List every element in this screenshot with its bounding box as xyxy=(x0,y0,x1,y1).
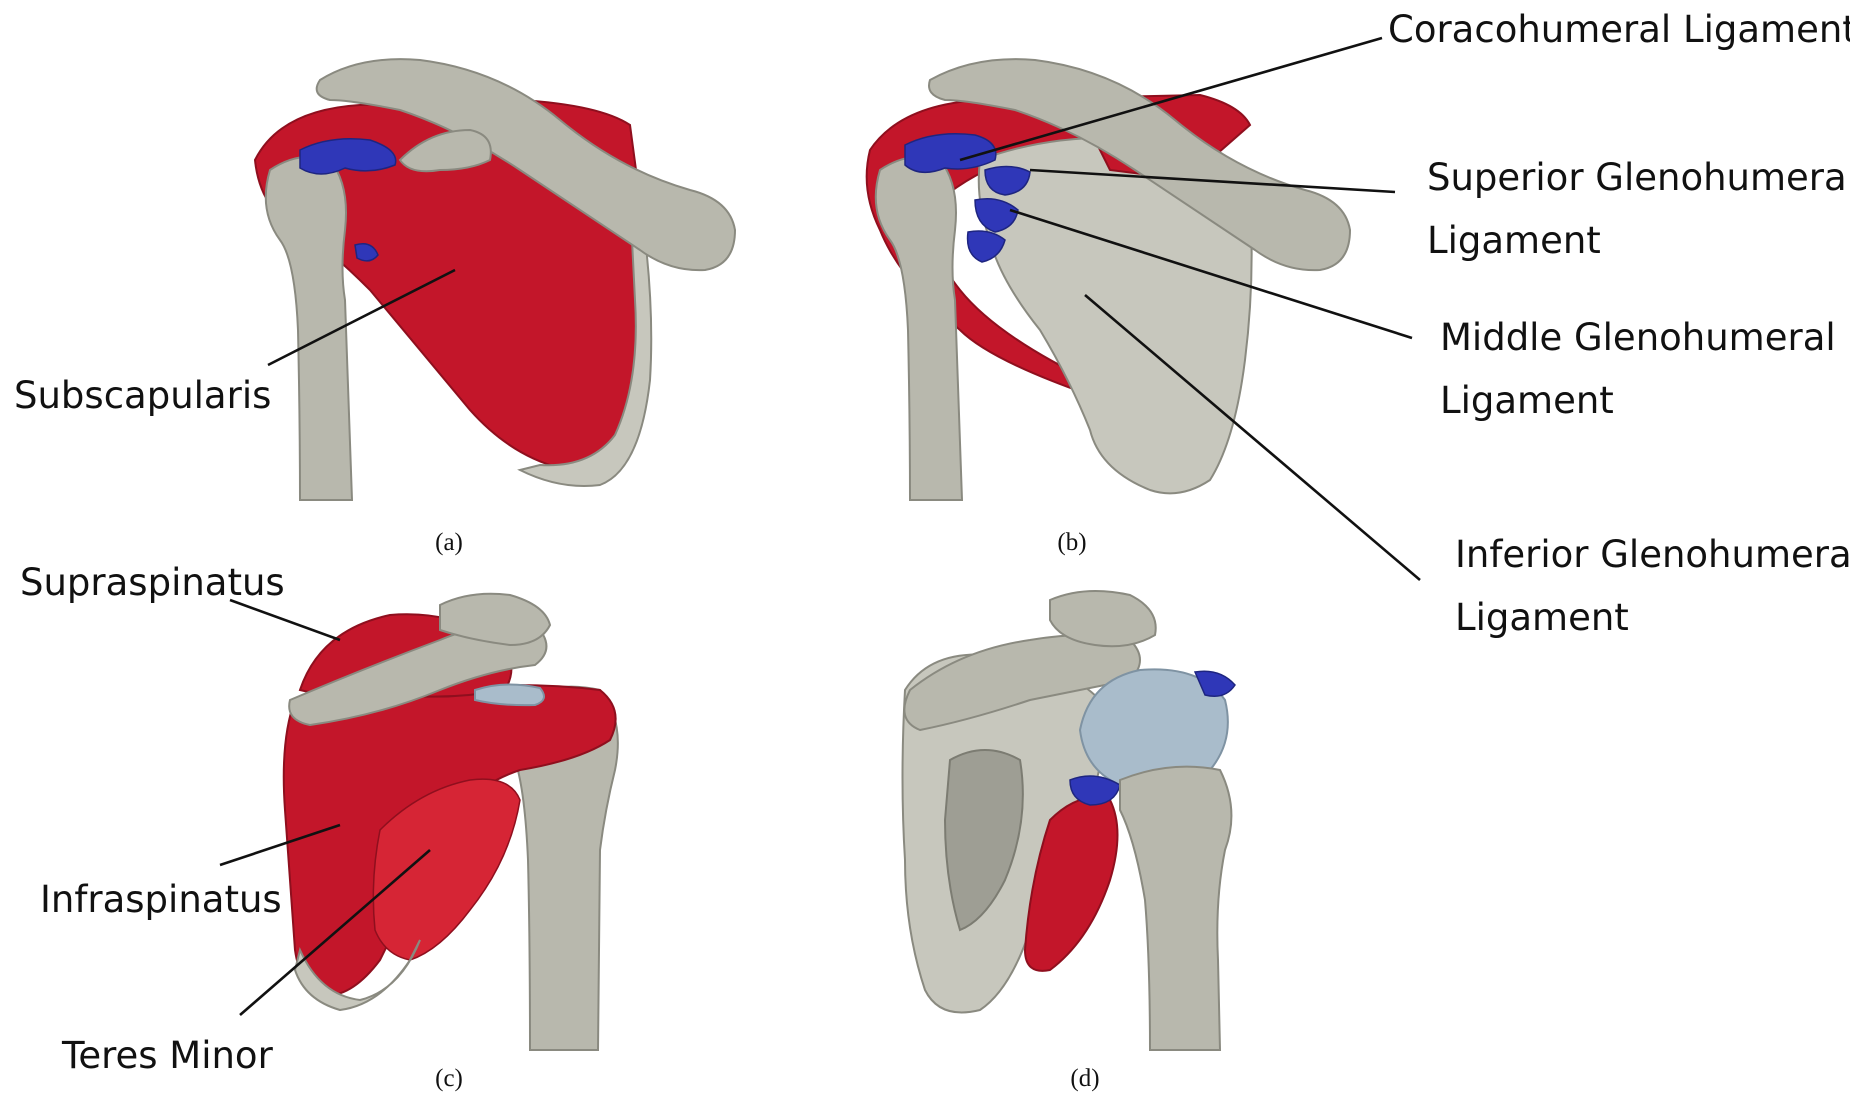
label-middle-line2: Ligament xyxy=(1440,379,1614,422)
humerus-d xyxy=(1120,767,1231,1050)
caption-b: (b) xyxy=(1057,529,1086,556)
ligament-a xyxy=(300,139,396,174)
caption-a: (a) xyxy=(435,529,463,556)
caption-d: (d) xyxy=(1070,1065,1099,1092)
label-superior-line2: Ligament xyxy=(1427,219,1601,262)
label-subscapularis: Subscapularis xyxy=(14,374,271,417)
label-inferior-line1: Inferior Glenohumeral xyxy=(1455,533,1850,576)
label-inferior-line2: Ligament xyxy=(1455,596,1629,639)
label-infraspinatus: Infraspinatus xyxy=(40,878,282,921)
cartilage-c xyxy=(475,684,544,705)
label-superior-line1: Superior Glenohumeral xyxy=(1427,156,1850,199)
leader-supraspinatus xyxy=(230,600,340,640)
panel-b xyxy=(867,59,1350,500)
label-teres-minor: Teres Minor xyxy=(61,1034,274,1077)
caption-c: (c) xyxy=(435,1065,463,1092)
panel-a xyxy=(255,59,735,500)
panel-c xyxy=(284,594,618,1050)
label-supraspinatus: Supraspinatus xyxy=(20,561,285,604)
humerus-b xyxy=(876,157,962,500)
panel-d xyxy=(903,591,1236,1050)
label-middle-line1: Middle Glenohumeral xyxy=(1440,316,1836,359)
label-coracohumeral: Coracohumeral Ligament xyxy=(1388,8,1850,51)
